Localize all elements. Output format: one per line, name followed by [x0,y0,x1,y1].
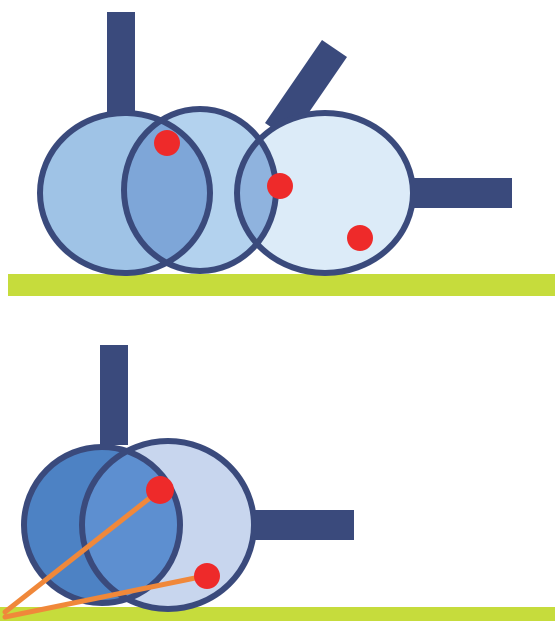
top-marker-3 [347,225,373,251]
bottom-panel [0,345,555,621]
top-marker-1 [154,130,180,156]
bottom-vertical-handle [100,345,128,445]
top-ground-line [8,274,555,296]
bottom-marker-1 [146,476,174,504]
bottom-marker-2 [194,563,220,589]
top-vertical-handle [107,12,135,112]
top-horizontal-handle [402,178,512,208]
top-panel [8,12,555,296]
bottom-horizontal-handle [248,510,354,540]
top-marker-2 [267,173,293,199]
bottom-ground-line [0,607,555,621]
